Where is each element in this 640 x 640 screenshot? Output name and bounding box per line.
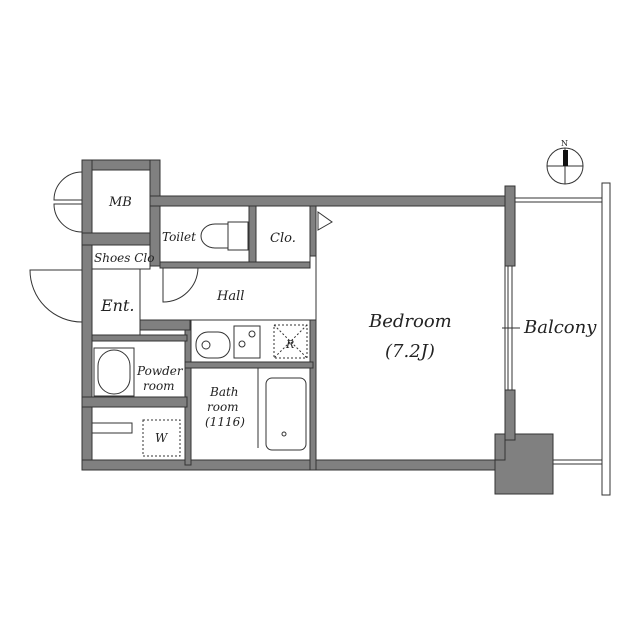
- room-label-balcony: Balcony: [523, 317, 597, 338]
- dashed-fixtures: [142, 324, 308, 457]
- compass-icon: N: [546, 139, 584, 185]
- room-label-toilet: Toilet: [162, 230, 196, 244]
- room-label-bath-line3: (1116): [205, 415, 245, 429]
- room-label-mb: MB: [108, 195, 132, 210]
- room-label-powder-line2: room: [143, 379, 175, 393]
- room-label-bath-line1: Bath: [209, 385, 239, 399]
- fixture-label-washer: W: [155, 431, 169, 445]
- room-label-powder-line1: Powder: [136, 364, 184, 378]
- room-label-bedroom: Bedroom: [368, 311, 452, 332]
- room-label-bath-line2: room: [207, 400, 239, 414]
- room-label-closet: Clo.: [270, 231, 296, 246]
- walls: [81, 159, 554, 495]
- fixture-label-refrigerator: R: [285, 338, 294, 351]
- room-label-hall: Hall: [216, 289, 244, 304]
- compass-north-label: N: [561, 139, 568, 148]
- room-label-bedroom-size: (7.2J): [385, 341, 435, 362]
- room-label-shoes-closet: Shoes Clo: [94, 251, 155, 265]
- interior-lines: [29, 169, 611, 496]
- room-label-entrance: Ent.: [100, 296, 135, 315]
